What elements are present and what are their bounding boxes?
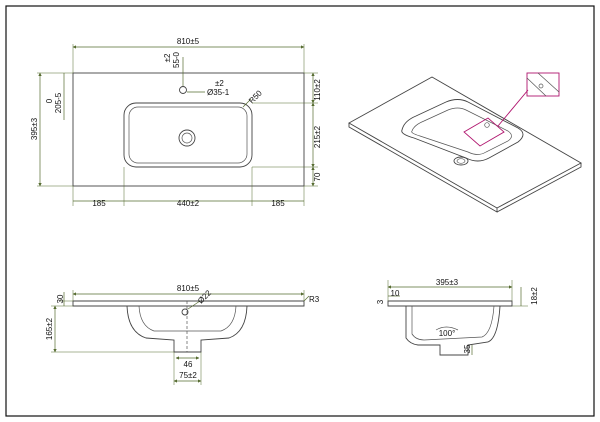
- plan-bowl-radius-leader: [242, 98, 252, 108]
- side-lip-label: 10: [391, 289, 400, 298]
- plan-front-band-label: 70: [313, 172, 322, 181]
- side-bowl-angle-label: 100°: [439, 329, 456, 338]
- front-overall-width-label: 810±5: [177, 284, 200, 293]
- plan-overall-depth-label: 395±3: [30, 117, 39, 140]
- front-edge-radius-label: R3: [309, 295, 320, 304]
- detail-inset-hatch-2: [537, 72, 560, 93]
- detail-inset-hatch-1: [526, 77, 547, 97]
- plan-view-tap-hole: [179, 86, 187, 94]
- plan-view-drain: [178, 129, 196, 147]
- front-view-drain-hole: [181, 308, 189, 316]
- front-edge-radius-leader: [303, 295, 310, 302]
- plan-view: 810±5 ±2 55-0 0 205-5 395±3 ±2 Ø35-1 R50…: [30, 37, 322, 208]
- plan-top-band-label: 110±2: [313, 79, 322, 101]
- plan-overall-width-label: 810±5: [177, 37, 200, 46]
- isometric-front-edge: [348, 123, 498, 213]
- isometric-drain-inner: [456, 158, 466, 164]
- isometric-top-outline: [348, 76, 582, 209]
- front-view-bowl-outer: [126, 305, 248, 353]
- isometric-right-edge: [496, 163, 582, 213]
- side-view: 395±3 10 3 18±2 100° 35: [376, 278, 539, 356]
- detail-inset-hole: [538, 83, 544, 89]
- front-drain-width-label: 46: [184, 360, 193, 369]
- side-edge-small-label: 3: [376, 299, 385, 304]
- plan-view-bowl-inner: [128, 106, 248, 164]
- detail-inset-box: [526, 72, 560, 97]
- front-top-thickness-label: 30: [56, 294, 65, 303]
- plan-bowl-width-label: 440±2: [177, 199, 200, 208]
- isometric-view: [348, 72, 582, 213]
- drawing-frame: [5, 5, 595, 417]
- plan-right-margin-label: 185: [271, 199, 285, 208]
- front-view-bowl-inner: [138, 305, 237, 332]
- isometric-drain: [453, 156, 469, 166]
- plan-tap-diameter-tol-label: ±2: [215, 79, 224, 88]
- isometric-detail-leader: [497, 89, 529, 127]
- isometric-detail-highlight: [463, 117, 505, 147]
- plan-offset-left-label: 205-5: [54, 92, 63, 113]
- plan-tap-offset-tol-label: ±2: [163, 53, 172, 62]
- side-view-angle-arc: [435, 326, 459, 331]
- isometric-tap-hole: [484, 122, 490, 128]
- plan-offset-zero-label: 0: [45, 98, 54, 103]
- side-right-height-label: 18±2: [530, 287, 539, 305]
- plan-view-bowl-outer: [123, 102, 253, 168]
- front-drain-outer-label: 75±2: [179, 371, 197, 380]
- plan-tap-offset-label: 55-0: [172, 51, 181, 68]
- plan-left-margin-label: 185: [92, 199, 106, 208]
- plan-tap-diameter-label: Ø35-1: [207, 88, 230, 97]
- plan-bowl-depth-label: 215±2: [313, 125, 322, 148]
- isometric-bowl-inner: [411, 107, 512, 155]
- front-drain-diameter-leader: [187, 300, 201, 310]
- isometric-bowl-outer: [401, 99, 524, 162]
- side-view-bowl-outer: [405, 305, 501, 356]
- side-drain-depth-label: 35: [463, 344, 472, 353]
- plan-view-outline: [72, 72, 305, 187]
- front-total-height-label: 165±2: [45, 317, 54, 340]
- side-overall-depth-label: 395±3: [436, 278, 459, 287]
- plan-view-drain-inner: [181, 132, 193, 144]
- side-view-top-slab: [387, 300, 513, 307]
- front-view-top-slab: [72, 300, 305, 307]
- side-view-bowl-inner: [411, 305, 495, 341]
- front-view: 810±5 Ø22 R3 30 165±2 46 75±2: [45, 284, 320, 385]
